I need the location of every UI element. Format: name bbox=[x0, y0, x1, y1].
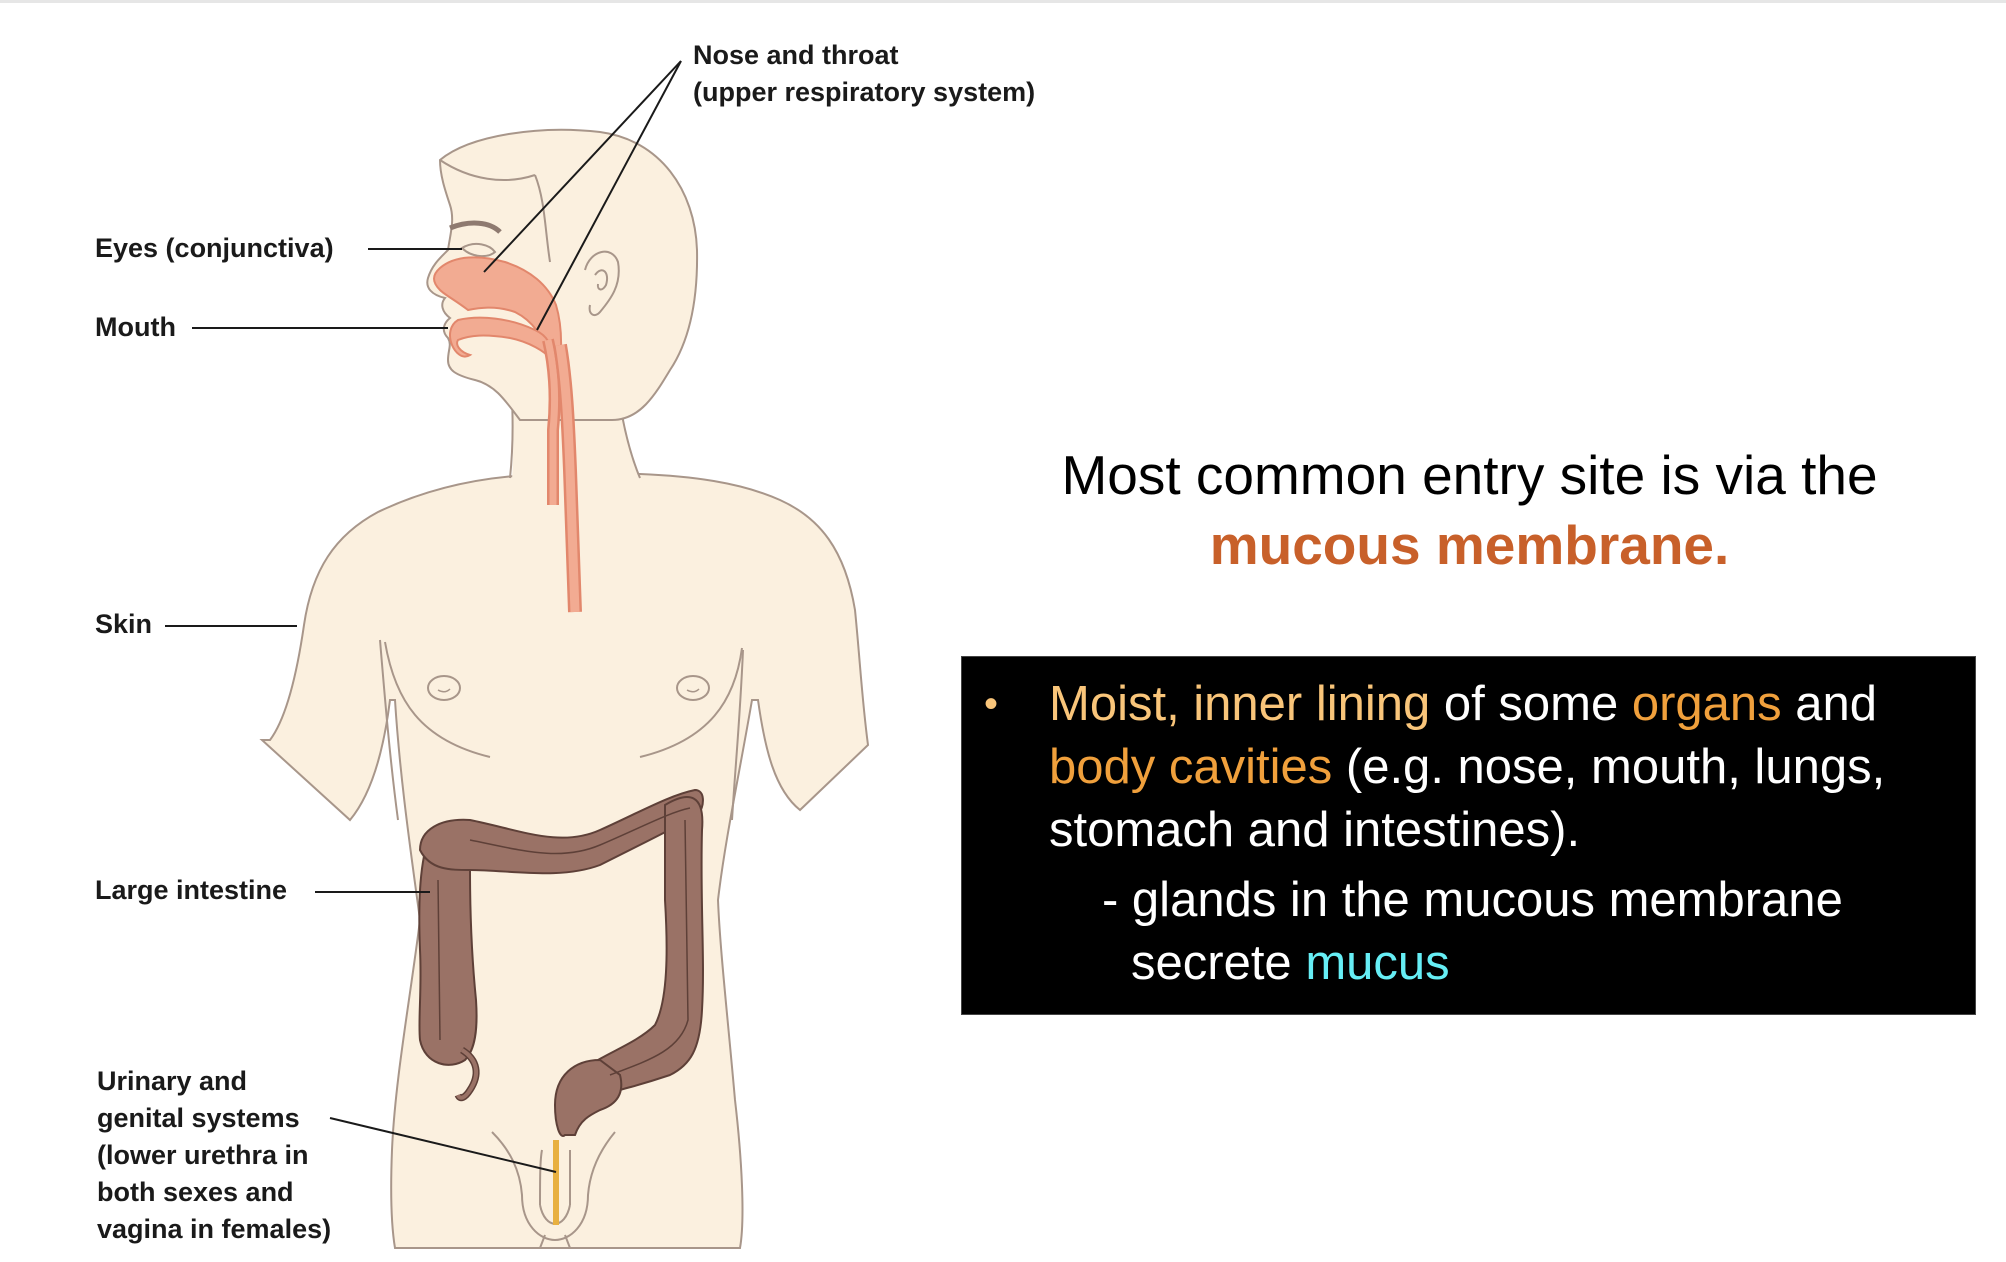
text-and: and bbox=[1781, 677, 1878, 731]
bullet-text: Moist, inner lining of some organs and b… bbox=[1049, 673, 1959, 862]
sub-line1: - glands in the mucous membrane bbox=[1102, 873, 1843, 927]
sub-point: - glands in the mucous membrane secrete … bbox=[1102, 869, 1952, 995]
large-intestine bbox=[418, 788, 704, 1137]
sub-line2: secrete mucus bbox=[1131, 936, 1450, 990]
label-skin: Skin bbox=[95, 609, 153, 639]
bullet-icon: • bbox=[984, 682, 999, 726]
label-mouth: Mouth bbox=[95, 312, 176, 342]
headline: Most common entry site is via the mucous… bbox=[962, 440, 1977, 580]
label-eyes: Eyes (conjunctiva) bbox=[95, 233, 334, 263]
headline-line1: Most common entry site is via the bbox=[1061, 444, 1878, 506]
head bbox=[426, 128, 699, 421]
text-examples: (e.g. nose, mouth, lungs, stomach and in… bbox=[1049, 740, 1886, 857]
top-divider bbox=[0, 0, 2006, 3]
text-body-cavities: body cavities bbox=[1049, 740, 1333, 794]
definition-box: • Moist, inner lining of some organs and… bbox=[961, 656, 1976, 1015]
label-urinary-genital: Urinary and genital systems (lower ureth… bbox=[97, 1066, 332, 1244]
text-moist-inner-lining: Moist, inner lining bbox=[1049, 677, 1431, 731]
label-nose-throat: Nose and throat (upper respiratory syste… bbox=[693, 40, 1036, 107]
genital-region bbox=[491, 1131, 616, 1249]
headline-emphasis: mucous membrane. bbox=[1209, 514, 1730, 576]
mucous-membrane-airway bbox=[433, 256, 582, 613]
text-mucus: mucus bbox=[1305, 936, 1450, 990]
text-of-some: of some bbox=[1430, 677, 1632, 731]
text-organs: organs bbox=[1631, 677, 1782, 731]
label-large-intestine: Large intestine bbox=[95, 875, 288, 905]
leader-lines bbox=[165, 60, 682, 1173]
